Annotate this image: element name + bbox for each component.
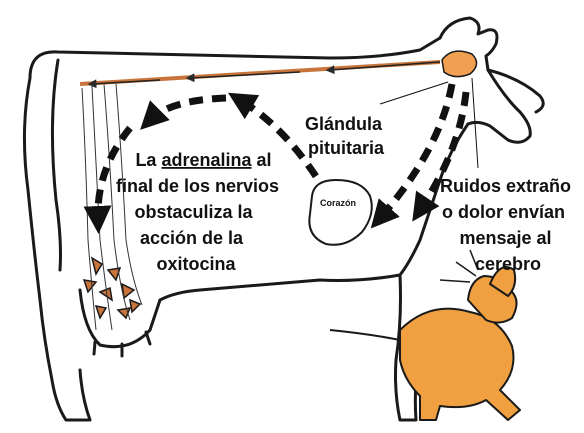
dog-figure [329, 266, 521, 421]
cow-teats [92, 330, 152, 358]
nerve-arrow-2 [185, 71, 301, 83]
gland-pointer [379, 81, 449, 105]
dog-tail [329, 329, 401, 341]
adrenaline-line3: obstaculiza la [134, 202, 253, 222]
cow-tail [50, 58, 62, 272]
noise-line2: o dolor envían [442, 202, 565, 222]
cow-belly [158, 273, 402, 302]
cow-hind-leg [22, 76, 92, 422]
dog-body [399, 307, 521, 421]
adrenaline-line2: final de los nervios [116, 176, 279, 196]
udder-ducts [81, 83, 143, 331]
cow-udder [78, 288, 162, 349]
gland-label: Glándula pituitaria [305, 114, 387, 158]
heart-shape [308, 178, 373, 246]
noise-line1: Ruidos extraño [440, 176, 571, 196]
circulation-arrows [83, 83, 470, 234]
bark-lines [439, 249, 479, 283]
adrenaline-line4: acción de la [140, 228, 244, 248]
cow-outline [22, 16, 545, 422]
gland-line2: pituitaria [308, 138, 385, 158]
cow-back [28, 36, 442, 80]
noise-label: Ruidos extraño o dolor envían mensaje al… [440, 176, 576, 274]
noise-line4: cerebro [475, 254, 541, 274]
cow-front-leg [394, 273, 420, 422]
pituitary-gland [441, 50, 478, 78]
arrow-heart-to-top [227, 92, 332, 198]
adrenaline-text: La adrenalina al final de los nervios ob… [116, 150, 284, 274]
adrenaline-line5: oxitocina [156, 254, 236, 274]
gland-line1: Glándula [305, 114, 383, 134]
adrenaline-line1: La adrenalina al [135, 150, 271, 170]
nerve-path [79, 60, 441, 89]
dog-ear [489, 266, 517, 297]
arrow-gland-to-heart [370, 83, 456, 229]
noise-line3: mensaje al [459, 228, 551, 248]
cow-ear [486, 68, 545, 114]
heart-label: Corazón [320, 198, 356, 208]
arrow-top-left [140, 94, 227, 130]
cow-neck [398, 122, 470, 277]
nerve-arrow-1 [325, 61, 441, 75]
arrow-gland-loop [412, 91, 470, 222]
nerve-arrow-3 [87, 79, 161, 89]
cow-head [438, 16, 532, 144]
brain-pointer [471, 77, 479, 169]
arrow-left-down [83, 125, 133, 234]
